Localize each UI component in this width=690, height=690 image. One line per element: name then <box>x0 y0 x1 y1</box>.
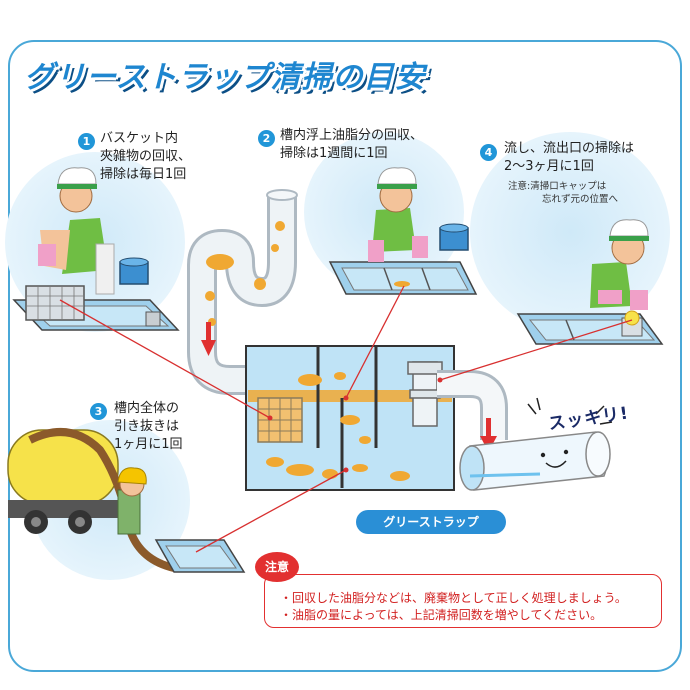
smiling-pipe <box>459 397 613 491</box>
step-4-note: 注意:清掃口キャップは 忘れず元の位置へ <box>508 180 618 206</box>
scene-basket-cleaning <box>12 167 180 331</box>
scene-oil-removal <box>328 167 478 295</box>
step-4-note-line: 忘れず元の位置へ <box>542 194 619 205</box>
step-2-number: 2 <box>258 130 275 147</box>
caution-box <box>264 574 662 628</box>
step-3-text: 槽内全体の 引き抜きは 1ヶ月に1回 <box>114 400 183 454</box>
leader-lines <box>59 285 633 553</box>
scene-outlet-cleaning <box>516 219 664 345</box>
step-3-line: 引き抜きは <box>114 419 180 434</box>
step-2-line: 槽内浮上油脂分の回収、 <box>280 128 424 143</box>
step-4-text: 流し、流出口の掃除は 2〜3ヶ月に1回 <box>504 140 634 176</box>
inlet-pipe <box>187 189 298 395</box>
step-1-number: 1 <box>78 133 95 150</box>
step-4-number: 4 <box>480 144 497 161</box>
step-1-line: 夾雑物の回収、 <box>100 149 192 164</box>
step-4-line: 流し、流出口の掃除は <box>504 141 635 156</box>
step-1-line: バスケット内 <box>100 131 179 146</box>
step-3-line: 1ヶ月に1回 <box>114 437 183 452</box>
step-1-line: 掃除は毎日1回 <box>100 167 187 182</box>
caution-badge: 注意 <box>255 552 299 582</box>
page-title: グリーストラップ清掃の目安 <box>24 60 426 95</box>
step-3-number: 3 <box>90 403 107 420</box>
caution-text: ・回収した油脂分などは、廃棄物として正しく処理しましょう。 ・油脂の量によっては… <box>280 590 627 624</box>
step-4-note-line: 注意:清掃口キャップは <box>508 181 607 192</box>
step-2-text: 槽内浮上油脂分の回収、 掃除は1週間に1回 <box>280 127 423 163</box>
caution-line: ・油脂の量によっては、上記清掃回数を増やしてください。 <box>280 608 603 622</box>
step-4-line: 2〜3ヶ月に1回 <box>504 159 594 174</box>
scene-vacuum-truck <box>7 428 246 573</box>
grease-trap-label: グリーストラップ <box>356 510 506 534</box>
step-1-text: バスケット内 夾雑物の回収、 掃除は毎日1回 <box>100 130 191 184</box>
step-3-line: 槽内全体の <box>114 401 180 416</box>
grease-trap-tank <box>245 345 455 491</box>
caution-line: ・回収した油脂分などは、廃棄物として正しく処理しましょう。 <box>280 591 627 605</box>
step-2-line: 掃除は1週間に1回 <box>280 146 388 161</box>
